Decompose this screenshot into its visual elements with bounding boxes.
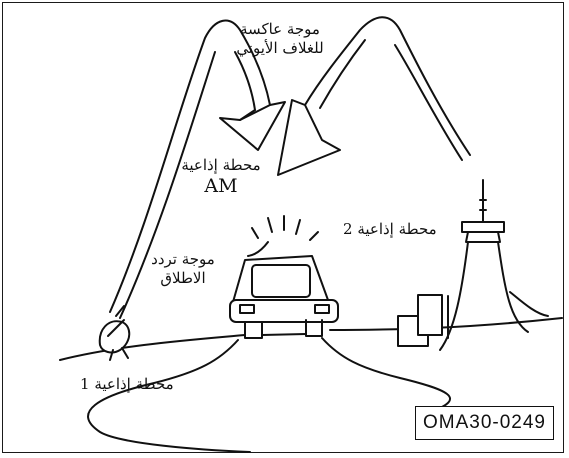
label-station-1: محطة إذاعية 1 [80, 375, 174, 394]
label-am-station: محطة إذاعية AM [166, 156, 276, 199]
figure-code: OMA30-0249 [423, 412, 546, 434]
label-station-2: محطة إذاعية 2 [343, 220, 437, 239]
label-launch-wave: موجة تردد الاطلاق [148, 250, 218, 288]
label-am-station-line1: محطة إذاعية [166, 156, 276, 175]
label-ionosphere-wave-line2: للغلاف الأيوني [230, 39, 330, 58]
city-buildings [398, 292, 548, 346]
label-launch-wave-line2: الاطلاق [148, 269, 218, 288]
label-ionosphere-wave: موجة عاكسة للغلاف الأيوني [230, 20, 330, 58]
figure-code-box: OMA30-0249 [415, 406, 554, 440]
label-launch-wave-line1: موجة تردد [148, 250, 218, 269]
dish-antenna [100, 306, 130, 360]
label-ionosphere-wave-line1: موجة عاكسة [230, 20, 330, 39]
label-am-station-line2: AM [166, 175, 276, 199]
car-illustration [230, 216, 338, 338]
